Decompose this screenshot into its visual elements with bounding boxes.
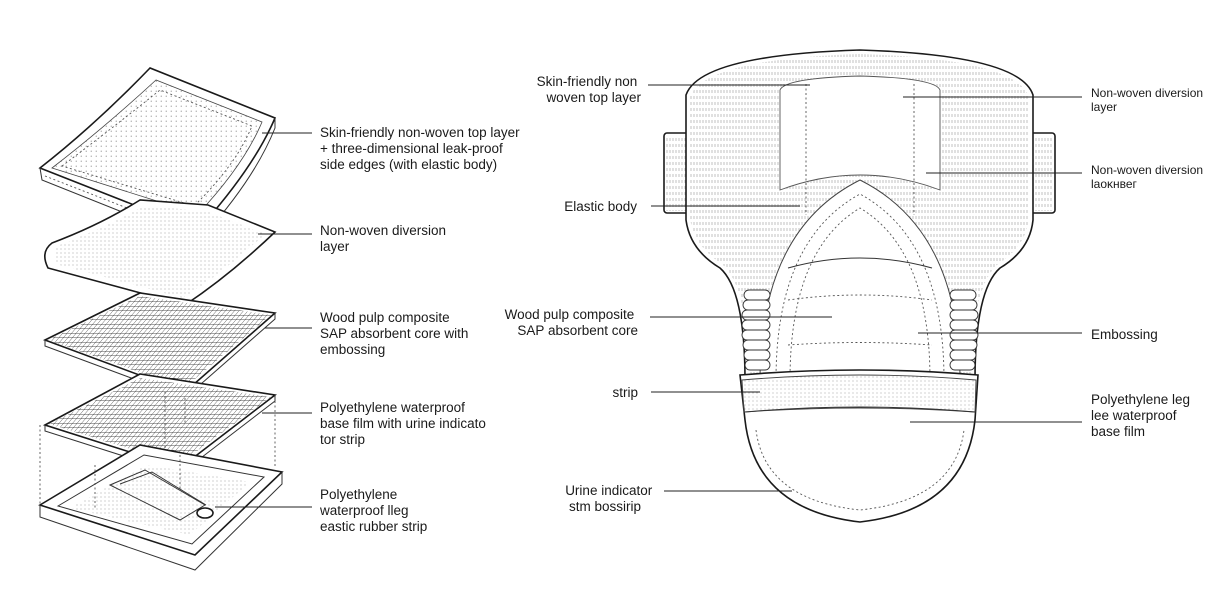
label-strip: strip (612, 385, 638, 400)
left-leg-elastic (741, 289, 771, 371)
label-embossing: Embossing (1091, 327, 1158, 342)
right-leg-elastic (949, 289, 979, 371)
assembled-right-labels: Non-woven diversion layer Non-woven dive… (1091, 86, 1206, 439)
label-skin-friendly: Skin-friendly non woven top layer (537, 74, 642, 105)
label-elastic-strip: Polyethylene waterproof lleg eastic rubb… (319, 487, 427, 534)
label-diversion-layer-2: Non-woven diversion laοκнвег (1091, 163, 1206, 191)
label-wood-pulp: Wood pulp composite SAP absorbent core (505, 307, 638, 338)
label-diversion-layer: Non-woven diversion layer (320, 223, 450, 254)
label-base-film: Polyethylene waterproof base film with u… (320, 400, 490, 447)
exploded-view (38, 67, 284, 571)
label-elastic-body: Elastic body (564, 199, 637, 214)
outer-shell-tray (38, 444, 284, 571)
exploded-leaders (215, 132, 312, 508)
label-top-layer: Skin-friendly non-woven top layer + thre… (320, 125, 523, 172)
label-urine-indicator: Urine indicator stm bossirip (565, 483, 656, 514)
label-polyethylene-leg: Polyethylene leg lee waterproof base fil… (1091, 392, 1194, 439)
label-absorbent-core: Wood pulp composite SAP absorbent core w… (320, 310, 472, 357)
assembled-diaper (663, 49, 1056, 523)
label-diversion-layer-1: Non-woven diversion layer (1091, 86, 1206, 114)
exploded-labels: Skin-friendly non-woven top layer + thre… (319, 125, 523, 534)
diversion-layer-sheet (44, 199, 277, 306)
assembled-leaders (648, 84, 1082, 492)
assembled-left-labels: Skin-friendly non woven top layer Elasti… (505, 74, 656, 514)
